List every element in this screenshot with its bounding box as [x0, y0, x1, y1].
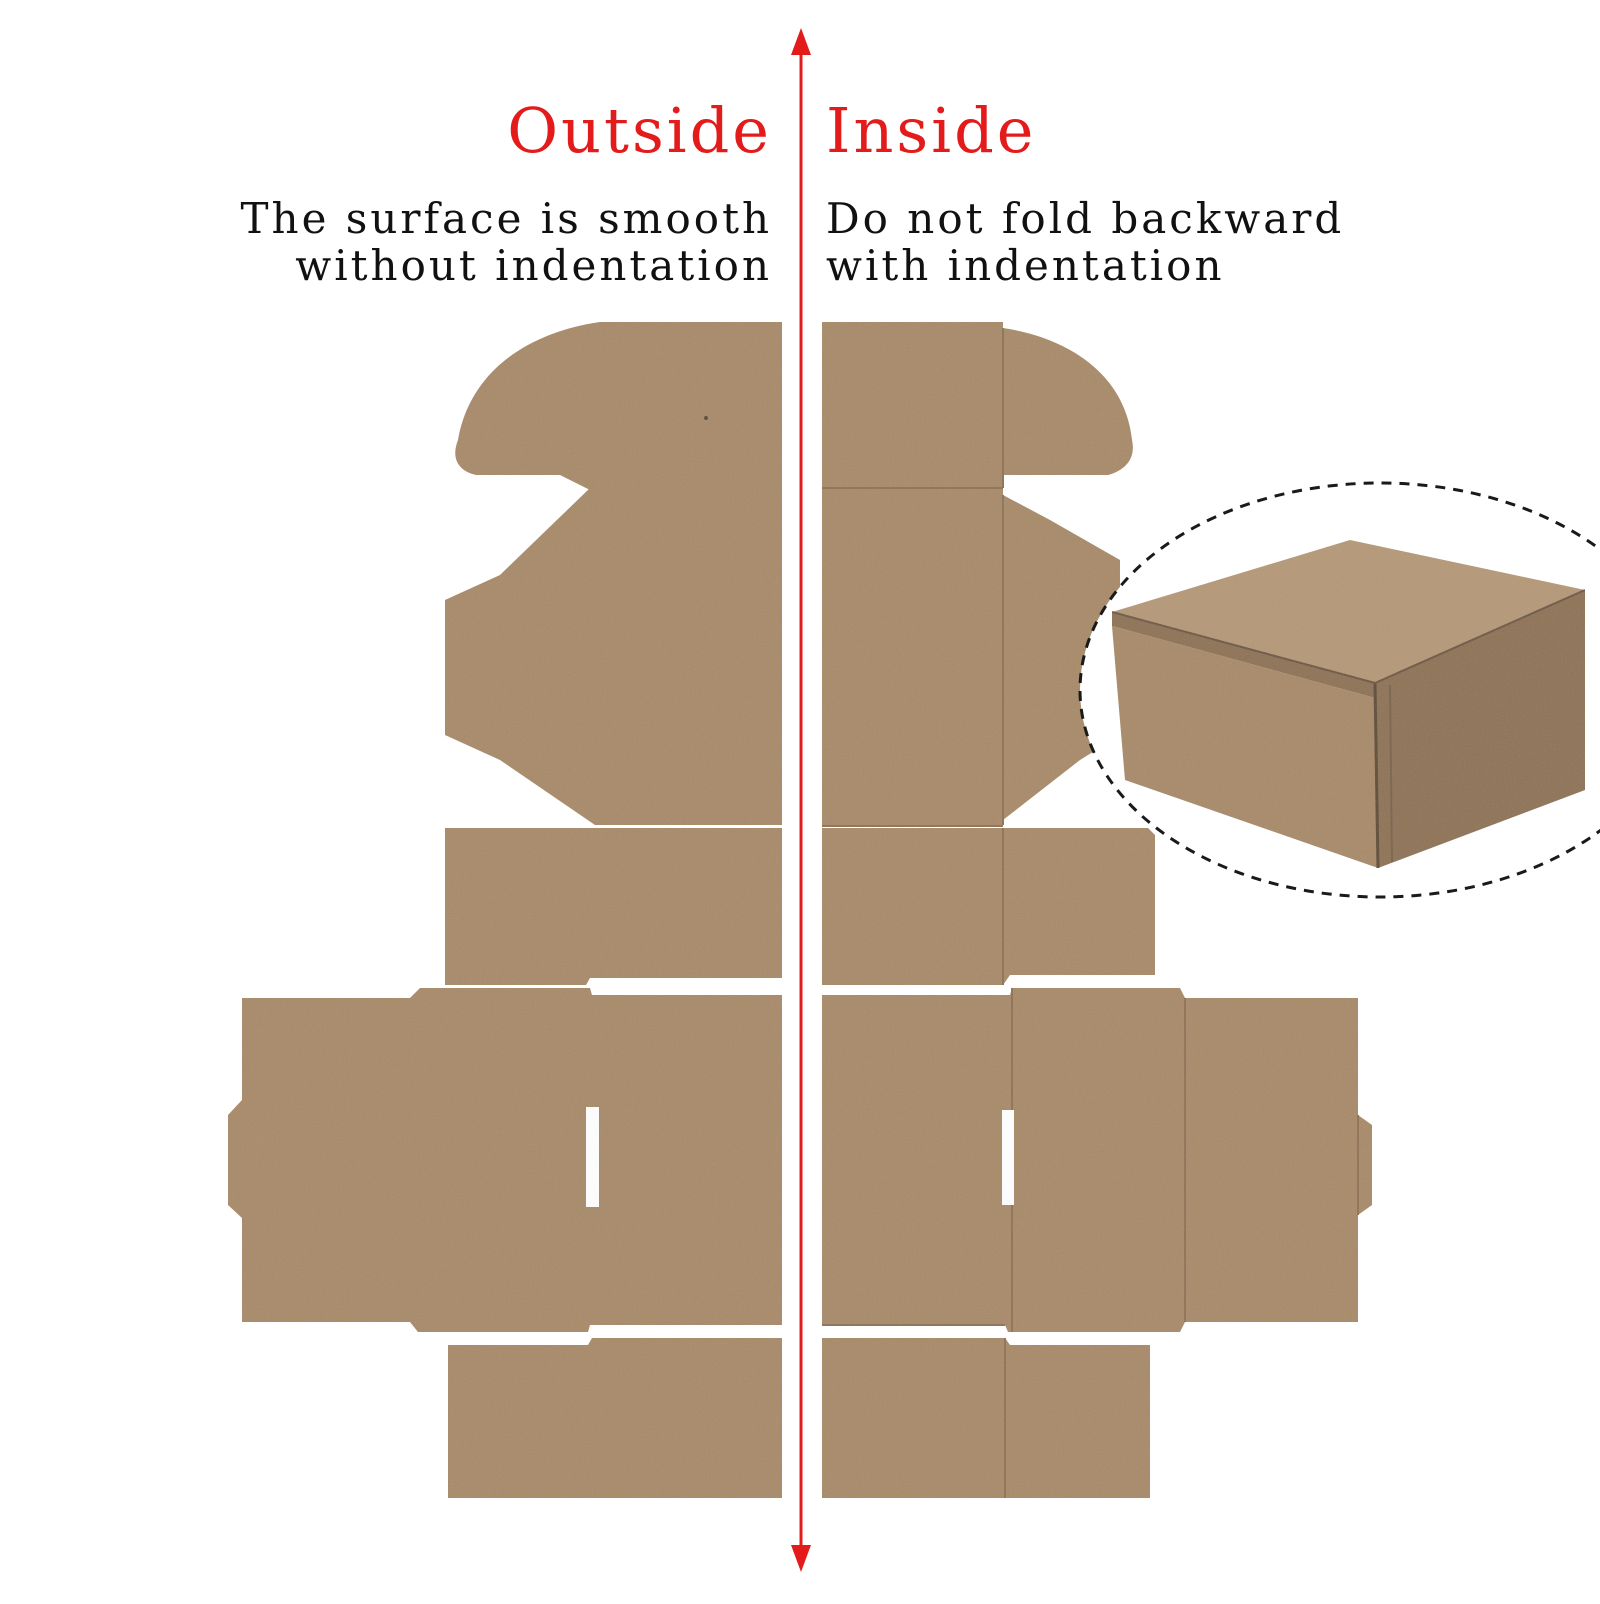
inside-description-line-2: with indentation — [826, 241, 1225, 290]
divider-arrow — [791, 28, 811, 1572]
inside-top-flap — [822, 322, 1133, 490]
inside-heading: Inside — [826, 94, 1037, 167]
outside-speck — [704, 416, 708, 420]
inside-description-line-1: Do not fold backward — [826, 194, 1345, 243]
outside-description-line-2: without indentation — [295, 241, 772, 290]
inside-main-panel — [822, 988, 1372, 1332]
outside-bottom-flap — [448, 1338, 782, 1498]
outside-heading: Outside — [507, 94, 772, 167]
outside-upper-side-flap — [445, 828, 782, 985]
inside-upper-panel — [822, 488, 1120, 825]
arrowhead-down-icon — [791, 1545, 811, 1572]
inside-box-net — [822, 322, 1372, 1498]
arrowhead-up-icon — [791, 28, 811, 55]
outside-top-flap — [455, 322, 782, 490]
inside-bottom-flap — [822, 1338, 1150, 1498]
assembled-box-inset — [1078, 481, 1600, 899]
outside-main-panel — [228, 988, 782, 1332]
outside-description-line-1: The surface is smooth — [240, 194, 772, 243]
outside-tab-slot — [586, 1107, 599, 1207]
assembled-box — [1111, 540, 1586, 869]
inside-upper-side-flap — [822, 828, 1155, 985]
inside-description: Do not fold backward with indentation — [826, 195, 1344, 289]
outside-description: The surface is smooth without indentatio… — [241, 195, 772, 289]
outside-upper-panel — [445, 488, 782, 825]
outside-box-net — [228, 322, 782, 1498]
inside-crease-lines — [822, 328, 1359, 1498]
inside-tab-slot — [1002, 1110, 1014, 1205]
